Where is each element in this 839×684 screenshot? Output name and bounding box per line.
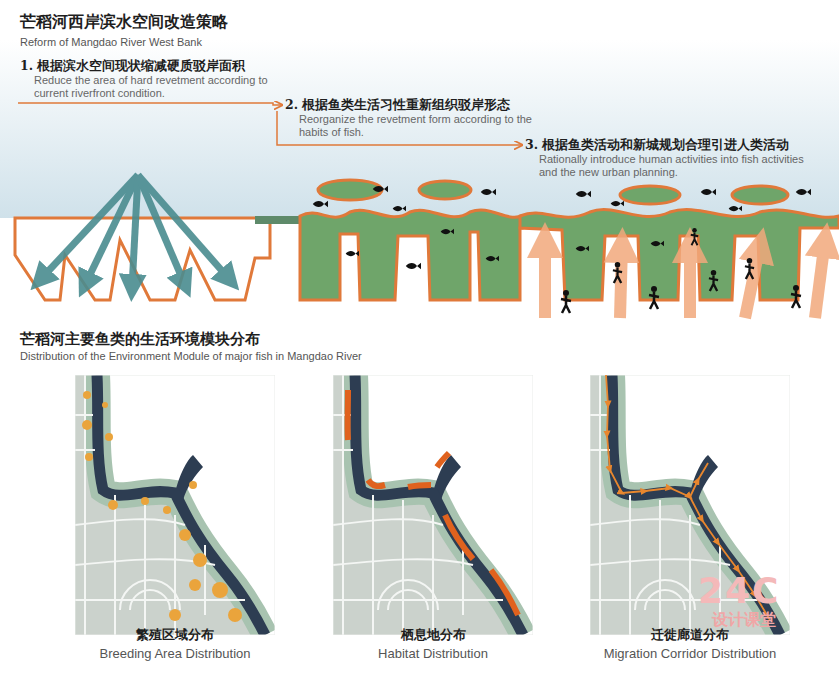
step-heading: 3. 根据鱼类活动和新城规划合理引进人类活动 [525, 137, 825, 153]
map-panel: 栖息地分布 Habitat Distribution [318, 375, 548, 675]
map-caption: 迁徙廊道分布 [651, 626, 729, 644]
map-caption-en: Migration Corridor Distribution [604, 646, 777, 661]
step-heading: 2. 根据鱼类生活习性重新组织驳岸形态 [285, 97, 540, 113]
map-caption: 繁殖区域分布 [136, 626, 214, 644]
title: 芒稻河西岸滨水空间改造策略 [20, 12, 228, 33]
map-caption-en: Breeding Area Distribution [99, 646, 250, 661]
step-description: Reduce the area of hard revetment accord… [20, 74, 295, 100]
strategy-step: 1. 根据滨水空间现状缩减硬质驳岸面积Reduce the area of ha… [20, 58, 295, 100]
strategy-step: 2. 根据鱼类生活习性重新组织驳岸形态Reorganize the revetm… [285, 97, 540, 139]
step-description: Reorganize the revetment form according … [285, 113, 540, 139]
section-subtitle: Distribution of the Environment Module o… [20, 350, 362, 362]
watermark: 24C [698, 570, 781, 611]
map-panel: 繁殖区域分布 Breeding Area Distribution [60, 375, 290, 675]
section-heading: 芒稻河主要鱼类的生活环境模块分布 [20, 330, 260, 349]
strategy-step: 3. 根据鱼类活动和新城规划合理引进人类活动Rationally introdu… [525, 137, 825, 179]
step-heading: 1. 根据滨水空间现状缩减硬质驳岸面积 [20, 58, 295, 74]
map-caption-en: Habitat Distribution [378, 646, 488, 661]
step-description: Rationally introduce human activities in… [525, 153, 825, 179]
leader-arrow [18, 103, 282, 105]
subtitle: Reform of Mangdao River West Bank [20, 36, 202, 48]
map-panel: 迁徙廊道分布 Migration Corridor Distribution [575, 375, 805, 675]
map-caption: 栖息地分布 [401, 626, 466, 644]
